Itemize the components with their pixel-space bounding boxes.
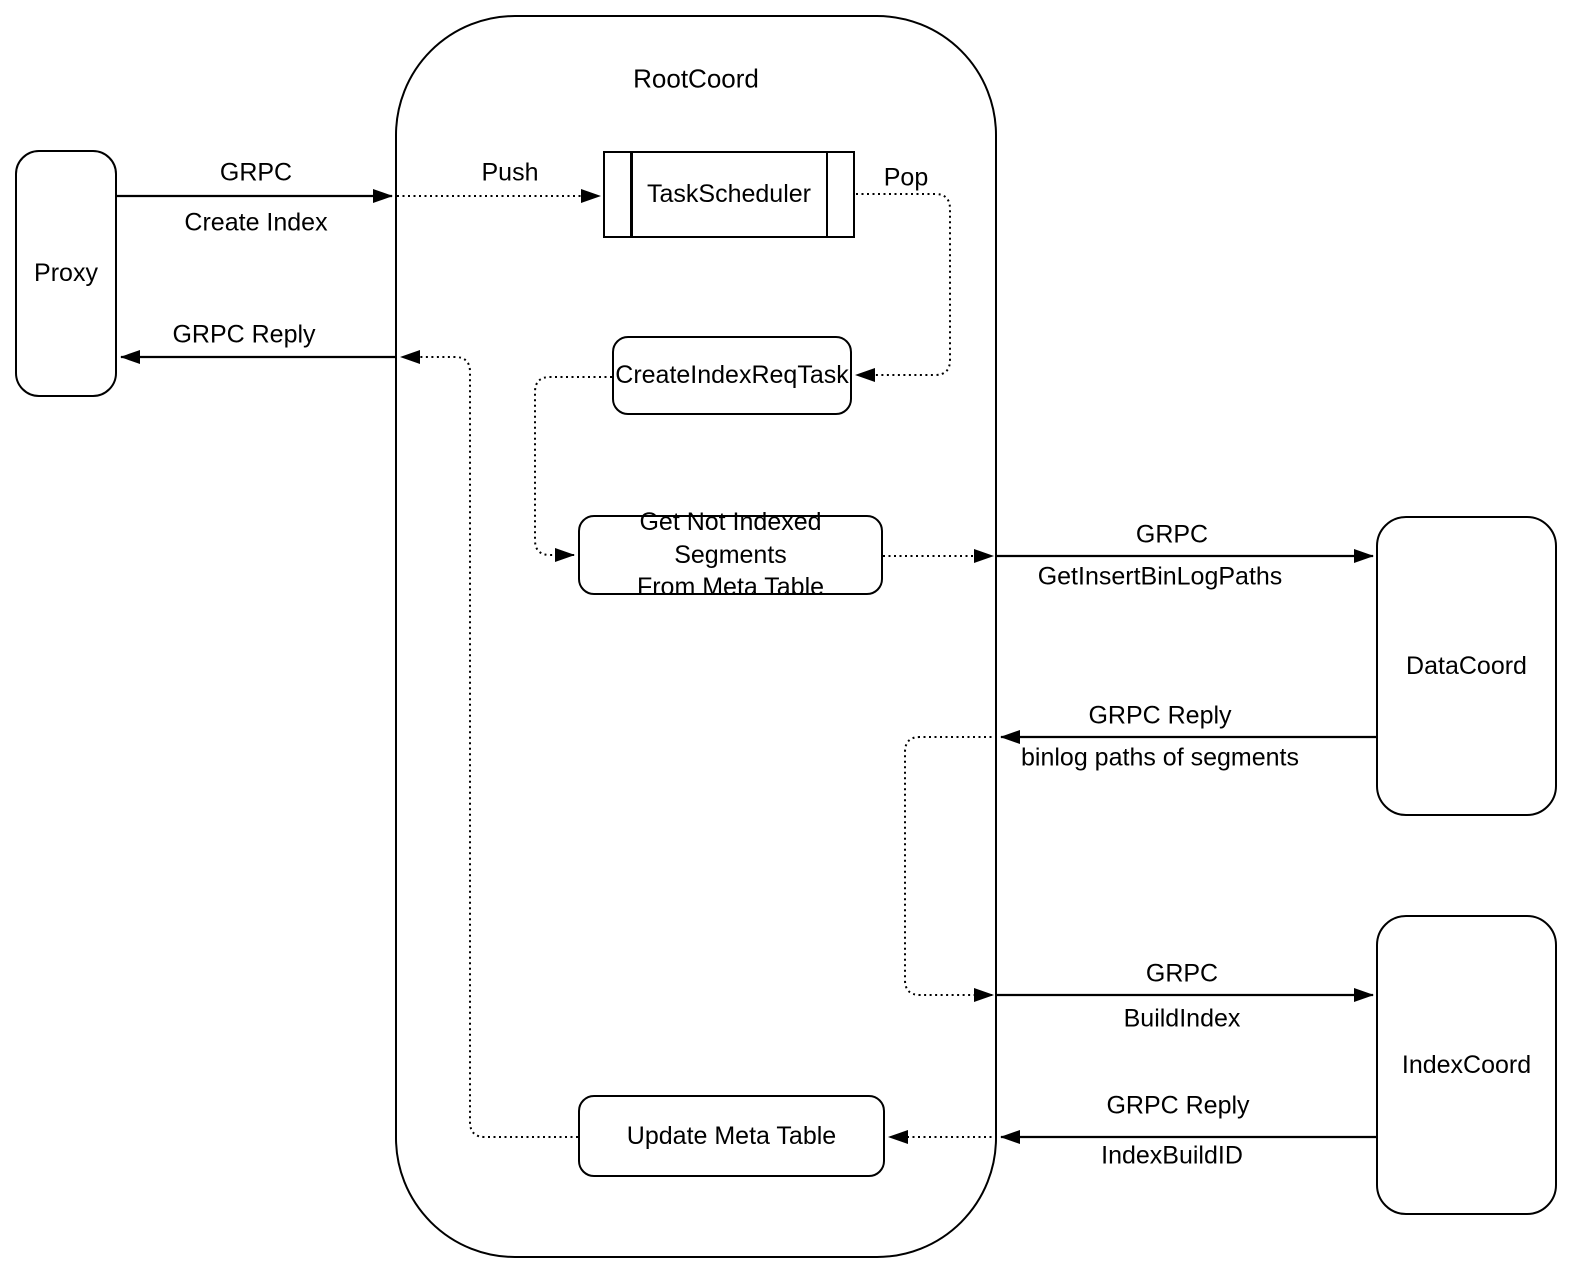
grpc-reply-proxy-label: GRPC Reply — [172, 320, 316, 349]
grpc-create-index-label-2: Create Index — [184, 208, 328, 237]
grpc-reply-binlog-label-1: GRPC Reply — [1088, 701, 1232, 730]
push-label: Push — [481, 158, 539, 187]
grpc-reply-indexbuildid-label-2: IndexBuildID — [1101, 1141, 1243, 1170]
indexcoord-node: IndexCoord — [1376, 915, 1557, 1215]
grpc-reply-binlog-label-2: binlog paths of segments — [1021, 743, 1299, 772]
datacoord-label: DataCoord — [1406, 651, 1527, 680]
grpc-reply-indexbuildid-label-1: GRPC Reply — [1106, 1091, 1250, 1120]
taskscheduler-left-bar — [630, 153, 633, 236]
proxy-node: Proxy — [15, 150, 117, 397]
pop-label: Pop — [883, 163, 929, 192]
update-meta-table-node: Update Meta Table — [578, 1095, 885, 1177]
rootcoord-title: RootCoord — [633, 63, 759, 94]
createindexreqtask-node: CreateIndexReqTask — [612, 336, 852, 415]
proxy-label: Proxy — [34, 259, 98, 288]
grpc-create-index-label-1: GRPC — [219, 158, 293, 187]
grpc-buildindex-label-1: GRPC — [1145, 959, 1219, 988]
indexcoord-label: IndexCoord — [1401, 1050, 1532, 1079]
grpc-getinsert-label-2: GetInsertBinLogPaths — [1037, 562, 1283, 591]
update-meta-table-label: Update Meta Table — [626, 1121, 837, 1150]
get-not-indexed-node: Get Not Indexed Segments From Meta Table — [578, 508, 883, 601]
taskscheduler-node: TaskScheduler — [603, 151, 855, 238]
taskscheduler-label: TaskScheduler — [647, 180, 811, 209]
get-not-indexed-label-line2: From Meta Table — [636, 573, 825, 602]
createindexreqtask-label: CreateIndexReqTask — [615, 361, 849, 390]
taskscheduler-right-bar — [825, 153, 828, 236]
datacoord-node: DataCoord — [1376, 516, 1557, 816]
grpc-getinsert-label-1: GRPC — [1135, 520, 1209, 549]
get-not-indexed-label-line1: Get Not Indexed Segments — [639, 508, 822, 569]
grpc-buildindex-label-2: BuildIndex — [1123, 1004, 1241, 1033]
